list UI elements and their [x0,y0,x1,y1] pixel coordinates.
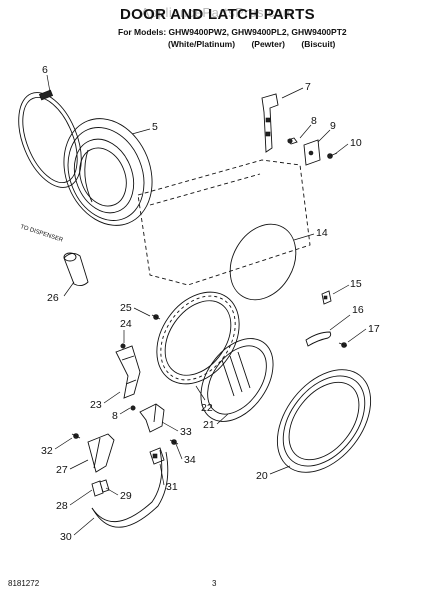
callout-31: 31 [166,481,178,493]
callout-5: 5 [152,121,158,133]
part-5-door-boot [63,118,153,226]
callout-15: 15 [350,278,362,290]
watermark: AppliancePartsPros.com [140,5,295,20]
leader-lines [46,74,367,536]
callout-8-upper: 8 [311,115,317,127]
callout-10: 10 [350,137,362,149]
model-list: For Models: GHW9400PW2, GHW9400PL2, GHW9… [118,27,347,37]
front-panel-outline [137,159,311,286]
part-32-screw [71,433,81,439]
part-17-screw [338,342,348,348]
part-28-clip [91,480,104,497]
part-24-screw [120,343,126,349]
to-dispenser-note: TO DISPENSER [19,224,64,244]
callout-22: 22 [201,402,213,414]
part-26-dispenser-hose [63,252,89,287]
callout-26: 26 [47,292,59,304]
part-15-clip [321,290,332,305]
callout-21: 21 [203,419,215,431]
callout-28: 28 [56,500,68,512]
part-23-hinge [115,345,141,399]
callout-labels: 6 5 7 8 9 10 14 15 16 17 26 25 24 23 8 2… [41,64,380,543]
callout-29: 29 [120,490,132,502]
page-number: 3 [212,579,217,588]
part-25-screw [151,314,161,320]
callout-14: 14 [316,227,328,239]
callout-8-lower: 8 [112,410,118,422]
callout-34: 34 [184,454,196,466]
color-biscuit: (Biscuit) [301,39,336,49]
callout-20: 20 [256,470,268,482]
color-white-platinum: (White/Platinum) [168,39,236,49]
callout-32: 32 [41,445,53,457]
callout-24: 24 [120,318,132,330]
part-30-handle-arc [91,449,169,528]
document-number: 8181272 [8,579,40,588]
part-14-gasket [229,223,297,301]
callout-9: 9 [330,120,336,132]
part-20-outer-door-ring [276,369,372,473]
callout-17: 17 [368,323,380,335]
callout-33: 33 [180,426,192,438]
part-22-inner-door-frame [156,291,240,385]
part-21-door-glass [200,338,274,422]
part-9-strike-bracket [303,139,321,166]
callout-27: 27 [56,464,68,476]
callout-30: 30 [60,531,72,543]
callout-25: 25 [120,302,132,314]
part-34-screw [169,439,179,445]
part-8-lower-screw [130,405,136,411]
callout-7: 7 [305,81,311,93]
part-16-hinge-pin [305,331,332,347]
color-list: (White/Platinum) (Pewter) (Biscuit) [168,39,349,49]
part-27-handle-cover [87,433,115,473]
part-7-latch-bracket [261,93,279,153]
page-title: DOOR AND LATCH PARTS [120,6,315,23]
color-pewter: (Pewter) [251,39,285,49]
part-33-latch-handle [139,403,165,433]
callout-6: 6 [42,64,48,76]
callout-16: 16 [352,304,364,316]
part-8-screw [287,137,298,145]
callout-23: 23 [90,399,102,411]
